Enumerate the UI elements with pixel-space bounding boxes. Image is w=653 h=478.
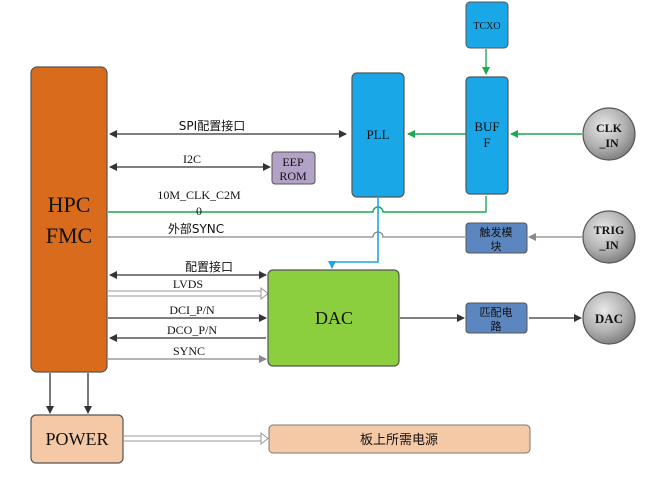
tcxo-block: TCXO [465,1,509,49]
clk10m-line [108,196,487,213]
eeprom-label-1: EEP [282,155,304,169]
i2c-label: I2C [183,152,201,166]
match-circuit-block: 匹配电 路 [465,302,528,334]
dac-label: DAC [315,308,353,328]
power-arrowhead [260,431,269,446]
trigger-label-2: 块 [491,240,502,253]
dac-out-label: DAC [595,311,623,326]
clk-in-port: CLK _IN [582,107,636,161]
board-power-block: 板上所需电源 [268,424,531,454]
pll-block: PLL [351,72,405,198]
buf-block: BUF F [465,76,509,195]
dco-label: DCO_P/N [167,323,217,337]
ext-sync-label: 外部SYNC [168,221,224,236]
board-power-label: 板上所需电源 [360,433,438,448]
trig-in-port: TRIG _IN [582,210,636,264]
clk10m-label-1: 10M_CLK_C2M [157,188,241,202]
buf-label-2: F [483,135,490,150]
lvds-label: LVDS [173,277,203,291]
hpc-fmc-block: HPC FMC [30,66,108,373]
dci-label: DCI_P/N [169,303,215,317]
trig-in-label-2: _IN [598,238,619,252]
tcxo-label: TCXO [473,21,500,32]
power-block: POWER [30,414,124,464]
dac-block: DAC [267,269,400,367]
clk10m-label-2: 0 [196,204,202,218]
spi-label: SPI配置接口 [179,118,245,133]
lvds-arrowhead [260,286,269,301]
hpc-label: HPC [48,192,91,217]
match-label-1: 匹配电 [480,306,513,319]
dac-out-port: DAC [582,291,636,345]
trigger-block: 触发模 块 [465,222,528,254]
trig-in-label-1: TRIG [594,223,625,237]
power-label: POWER [46,429,109,449]
eeprom-label-2: ROM [279,169,307,183]
fmc-label: FMC [46,223,92,248]
ext-sync-line [108,231,465,238]
trigger-label-1: 触发模 [480,225,513,239]
pll-label: PLL [366,127,389,142]
clk-in-label-1: CLK [596,121,623,135]
pll-dac-line [328,198,379,269]
clk-in-label-2: _IN [598,136,619,150]
sync-label: SYNC [173,344,205,358]
eeprom-block: EEP ROM [271,151,316,185]
config-label: 配置接口 [185,259,233,274]
buf-label-1: BUF [474,119,499,134]
match-label-2: 路 [491,320,502,333]
